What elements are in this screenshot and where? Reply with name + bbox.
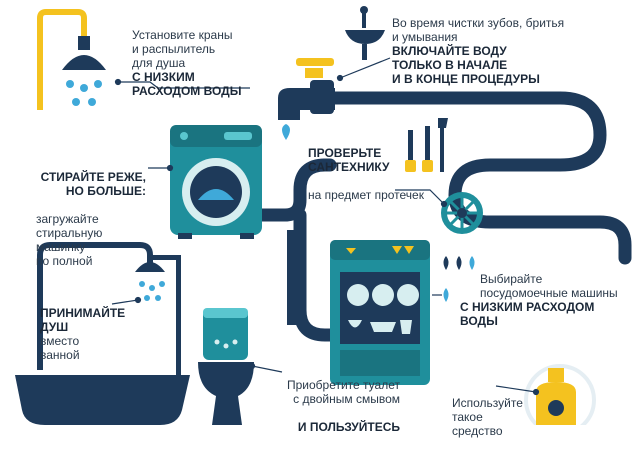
tip-laundry-text: загружайте стиральную машинку по полной	[36, 212, 103, 268]
tip-shower: Установите краны и распылитель для душа …	[132, 14, 282, 112]
toilet-icon	[198, 308, 254, 425]
bathtub-icon	[15, 242, 190, 425]
tip-shower-text: Установите краны и распылитель для душа	[132, 28, 233, 70]
tip-brushing-bold2: ТОЛЬКО В НАЧАЛЕ И В КОНЦЕ ПРОЦЕДУРЫ	[392, 58, 540, 86]
tip-detergent-text: Используйте такое средство	[452, 396, 523, 438]
tip-bath-text: вместо ванной	[40, 334, 80, 362]
tip-toilet-bold: и пользуйтесь	[297, 420, 400, 434]
faucet-icon	[278, 58, 335, 140]
tools-icon	[405, 118, 448, 172]
tip-bath: ПРИНИМАЙТЕ ДУШ вместо ванной	[40, 292, 125, 362]
pipe-dishwasher	[293, 208, 347, 342]
tip-dishwasher-text: Выбирайте посудомоечные машины	[480, 272, 618, 300]
tip-dishwasher-bold-wrap: С НИЗКИМ РАСХОДОМ ВОДЫ	[460, 286, 635, 342]
pipe-vertical	[287, 230, 300, 325]
tip-plumbing: ПРОВЕРЬТЕ САНТЕХНИКУ на предмет протечек	[308, 132, 448, 216]
pipe-network	[251, 91, 632, 342]
washing-machine-icon	[170, 125, 262, 239]
tip-toilet: Приобретите туалет с двойным смывом и по…	[270, 364, 400, 448]
pipe-main	[323, 91, 632, 265]
tip-detergent: Используйте такое средство	[452, 382, 532, 452]
pipe-washer	[251, 158, 332, 222]
tip-toilet-text: Приобретите туалет с двойным смывом	[286, 378, 400, 406]
sink-icon	[345, 6, 385, 60]
tip-brushing-bold1: ВКЛЮЧАЙТЕ ВОДУ	[392, 44, 507, 58]
tip-laundry-bold: СТИРАЙТЕ РЕЖЕ, НО БОЛЬШЕ:	[40, 170, 146, 198]
tip-brushing: Во время чистки зубов, бритья и умывания…	[392, 2, 632, 100]
dishwasher-icon	[330, 240, 430, 385]
shower-icon	[37, 9, 106, 110]
infographic: Установите краны и распылитель для душа …	[8, 2, 635, 438]
callout-lines	[111, 57, 540, 396]
tip-brushing-text: Во время чистки зубов, бритья и умывания	[392, 16, 565, 44]
illustration-layer	[15, 6, 632, 425]
tip-shower-bold: С НИЗКИМ РАСХОДОМ ВОДЫ	[132, 70, 242, 98]
tip-laundry: СТИРАЙТЕ РЕЖЕ, НО БОЛЬШЕ: загружайте сти…	[8, 156, 146, 282]
valve-wheel-icon	[441, 192, 483, 234]
tip-bath-bold: ПРИНИМАЙТЕ ДУШ	[40, 306, 126, 334]
tip-dishwasher: Выбирайте посудомоечные машины	[480, 258, 635, 314]
tip-dishwasher-bold: С НИЗКИМ РАСХОДОМ ВОДЫ	[460, 300, 595, 328]
tip-plumbing-text: на предмет протечек	[308, 188, 424, 202]
tip-plumbing-bold: ПРОВЕРЬТЕ САНТЕХНИКУ	[308, 146, 390, 174]
water-drops-icon	[443, 256, 475, 302]
detergent-bottle-icon	[524, 364, 596, 425]
